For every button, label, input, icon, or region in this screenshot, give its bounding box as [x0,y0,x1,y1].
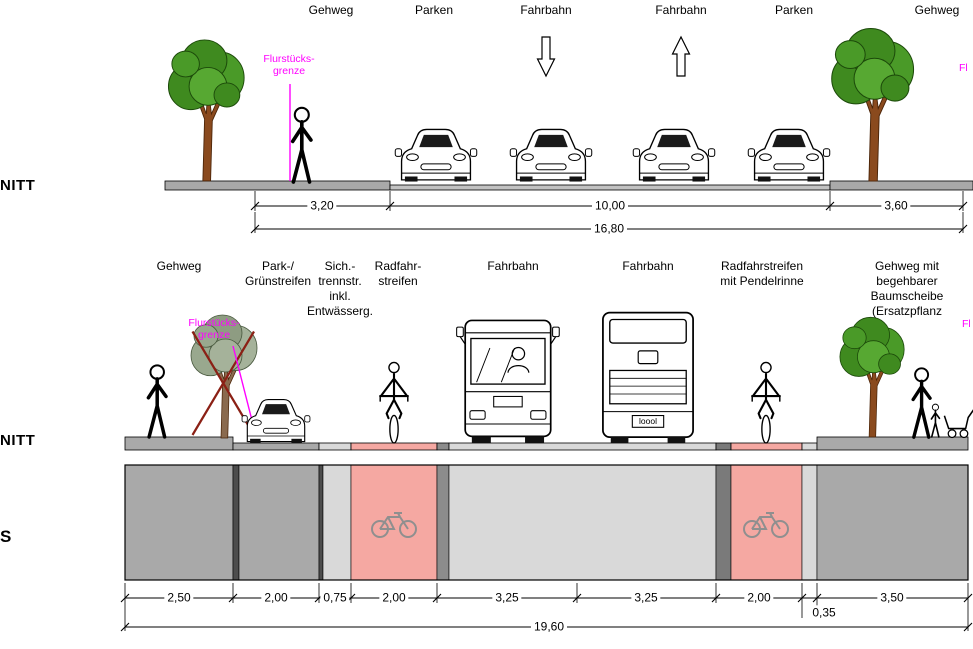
traffic-direction-up-arrow-icon [671,36,691,77]
property-boundary-label: Flurstücks- grenze [188,317,240,341]
zone-label-park-gruenstreifen: Park-/ Grünstreifen [244,259,312,288]
dimension-value: 2,00 [379,590,409,605]
tree-icon [831,28,915,182]
top-cross-section [164,28,973,234]
parked-car-icon [747,128,831,183]
dimension-value: 3,60 [881,198,911,213]
top-ground-strip [164,180,973,191]
dimension-value: 2,00 [261,590,291,605]
zone-label-gehweg-baumscheibe: Gehweg mit begehbarer Baumscheibe (Ersat… [870,259,944,318]
dimension-value: 10,00 [591,198,629,213]
dimension-value: 2,00 [744,590,774,605]
dimension-value: 3,25 [631,590,661,605]
dimension-value: 3,50 [877,590,907,605]
property-boundary-label-fragment: Fl [962,318,971,330]
dimension-value: 2,50 [164,590,194,605]
zone-label-radfahrstreifen: Radfahr- streifen [374,259,422,288]
zone-label-gehweg: Gehweg [914,3,960,17]
traffic-direction-down-arrow-icon [536,36,556,77]
dimension-value: 0,75 [320,590,350,605]
property-boundary-label-fragment: Fl [959,62,968,74]
zone-label-gehweg: Gehweg [308,3,354,17]
dimension-value-small: 0,35 [809,605,839,620]
stroller-icon [943,408,973,439]
cyclist-icon [751,361,781,445]
cyclist-icon [379,361,409,445]
pedestrian-icon [146,363,168,439]
zone-label-gehweg: Gehweg [156,259,202,273]
zone-label-radfahrstreifen-pendelrinne: Radfahrstreifen mit Pendelrinne [720,259,804,288]
car-icon [632,128,716,183]
pedestrian-icon [290,105,313,184]
car-icon [509,128,593,183]
property-boundary-label: Flurstücks- grenze [263,53,315,77]
zone-label-fahrbahn: Fahrbahn [520,3,572,17]
zone-label-parken: Parken [774,3,814,17]
tree-icon [839,316,905,438]
parked-car-icon [394,128,478,183]
pedestrian-icon [911,366,932,439]
zone-label-fahrbahn: Fahrbahn [622,259,674,273]
child-icon [930,403,941,438]
parked-car-icon [241,399,311,444]
section-title-querschnitt-fragment: NITT [0,432,36,449]
top-dimension-lines [250,191,968,234]
tree-icon [167,39,245,182]
bottom-cross-section: loool [124,311,973,451]
zone-label-fahrbahn: Fahrbahn [487,259,539,273]
plan-view-band [124,464,969,581]
bus-license-plate: loool [639,416,657,426]
dimension-total: 19,60 [530,619,568,634]
zone-label-fahrbahn: Fahrbahn [655,3,707,17]
plan-view-outline [124,464,969,581]
zone-label-sicherheitstrennstreifen: Sich.- trennstr. inkl. Entwässerg. [306,259,374,318]
bus-front-icon [455,319,561,444]
dimension-value: 3,25 [492,590,522,605]
bottom-ground-strip [124,436,969,451]
zone-label-parken: Parken [414,3,454,17]
section-title-grundriss-fragment: S [0,527,12,546]
dimension-total: 16,80 [590,221,628,236]
section-title-querschnitt-fragment: NITT [0,177,36,194]
dimension-value: 3,20 [307,198,337,213]
